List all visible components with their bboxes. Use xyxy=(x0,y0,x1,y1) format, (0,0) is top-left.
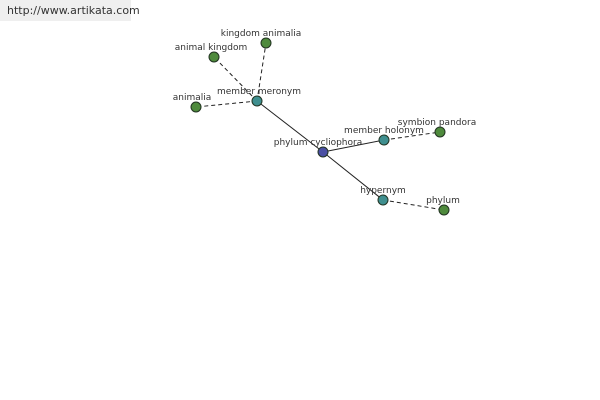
label-kingdom-animalia[interactable]: kingdom animalia xyxy=(221,29,302,39)
edge-phylum-cycliophora-to-member-holonym xyxy=(322,139,385,153)
edge-member-meronym-to-kingdom-animalia xyxy=(256,42,267,102)
edge-member-holonym-to-symbion-pandora xyxy=(383,131,441,141)
label-phylum[interactable]: phylum xyxy=(426,196,460,206)
label-animal-kingdom[interactable]: animal kingdom xyxy=(175,43,247,53)
edge-hypernym-to-phylum xyxy=(382,199,445,211)
node-phylum[interactable] xyxy=(438,204,450,216)
nodes-layer xyxy=(190,37,450,216)
node-symbion-pandora[interactable] xyxy=(434,126,446,138)
label-member-meronym[interactable]: member meronym xyxy=(217,87,301,97)
node-member-holonym[interactable] xyxy=(378,134,390,146)
label-member-holonym[interactable]: member holonym xyxy=(344,126,424,136)
node-member-meronym[interactable] xyxy=(251,95,263,107)
labels-layer: phylum cycliophora member meronym member h… xyxy=(173,29,476,206)
edge-member-meronym-to-animal-kingdom xyxy=(213,56,258,102)
node-hypernym[interactable] xyxy=(377,194,389,206)
node-phylum-cycliophora[interactable] xyxy=(317,146,329,158)
label-animalia[interactable]: animalia xyxy=(173,93,212,103)
label-phylum-cycliophora[interactable]: phylum cycliophora xyxy=(274,138,362,148)
edge-phylum-cycliophora-to-hypernym xyxy=(322,151,384,201)
edge-member-meronym-to-animalia xyxy=(195,100,258,108)
label-symbion-pandora[interactable]: symbion pandora xyxy=(398,118,476,128)
watermark-url: http://www.artikata.com xyxy=(0,0,140,21)
node-kingdom-animalia[interactable] xyxy=(260,37,272,49)
node-animal-kingdom[interactable] xyxy=(208,51,220,63)
label-hypernym[interactable]: hypernym xyxy=(360,186,406,196)
node-animalia[interactable] xyxy=(190,101,202,113)
edges-layer xyxy=(195,42,445,211)
edge-phylum-cycliophora-to-member-meronym xyxy=(256,100,324,153)
